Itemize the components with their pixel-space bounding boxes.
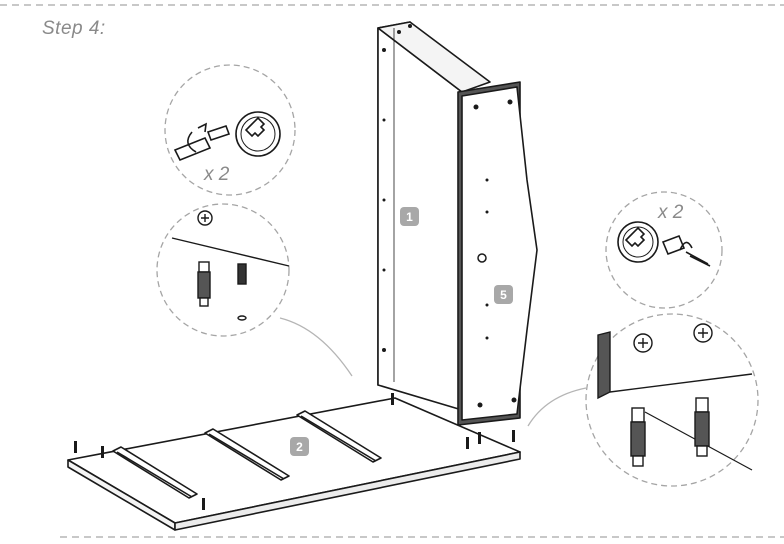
board-fasteners bbox=[74, 393, 515, 510]
part-badge-5: 5 bbox=[494, 285, 513, 304]
right-detail-circle-top bbox=[605, 191, 723, 309]
cam-screw-icon bbox=[197, 210, 213, 226]
cam-screw-icons-right bbox=[633, 323, 713, 353]
panel-5-holes bbox=[473, 99, 517, 408]
screwdriver-turn-icon-left bbox=[173, 122, 231, 162]
step-title: Step 4: bbox=[42, 18, 106, 39]
front-panel-5 bbox=[457, 81, 538, 426]
side-panel-1 bbox=[377, 21, 491, 411]
quantity-left: x 2 bbox=[204, 164, 230, 185]
cam-lock-icon-right bbox=[617, 221, 659, 263]
bottom-panel-2 bbox=[67, 393, 521, 531]
dowel-icons-right bbox=[630, 397, 710, 467]
part-badge-1: 1 bbox=[400, 207, 419, 226]
dowel-icon-left bbox=[197, 261, 247, 321]
screwdriver-turn-icon-right bbox=[661, 234, 711, 267]
panel-1-holes bbox=[382, 24, 412, 352]
part-badge-2: 2 bbox=[290, 437, 309, 456]
rail-middle bbox=[204, 428, 290, 481]
left-detail-circle-bottom bbox=[156, 203, 353, 377]
rail-left bbox=[112, 446, 198, 499]
rail-right bbox=[296, 410, 382, 463]
left-detail-circle-top bbox=[164, 64, 296, 196]
quantity-right: x 2 bbox=[658, 202, 684, 223]
right-detail-circle-bottom bbox=[527, 313, 759, 487]
cam-lock-icon bbox=[235, 111, 281, 157]
